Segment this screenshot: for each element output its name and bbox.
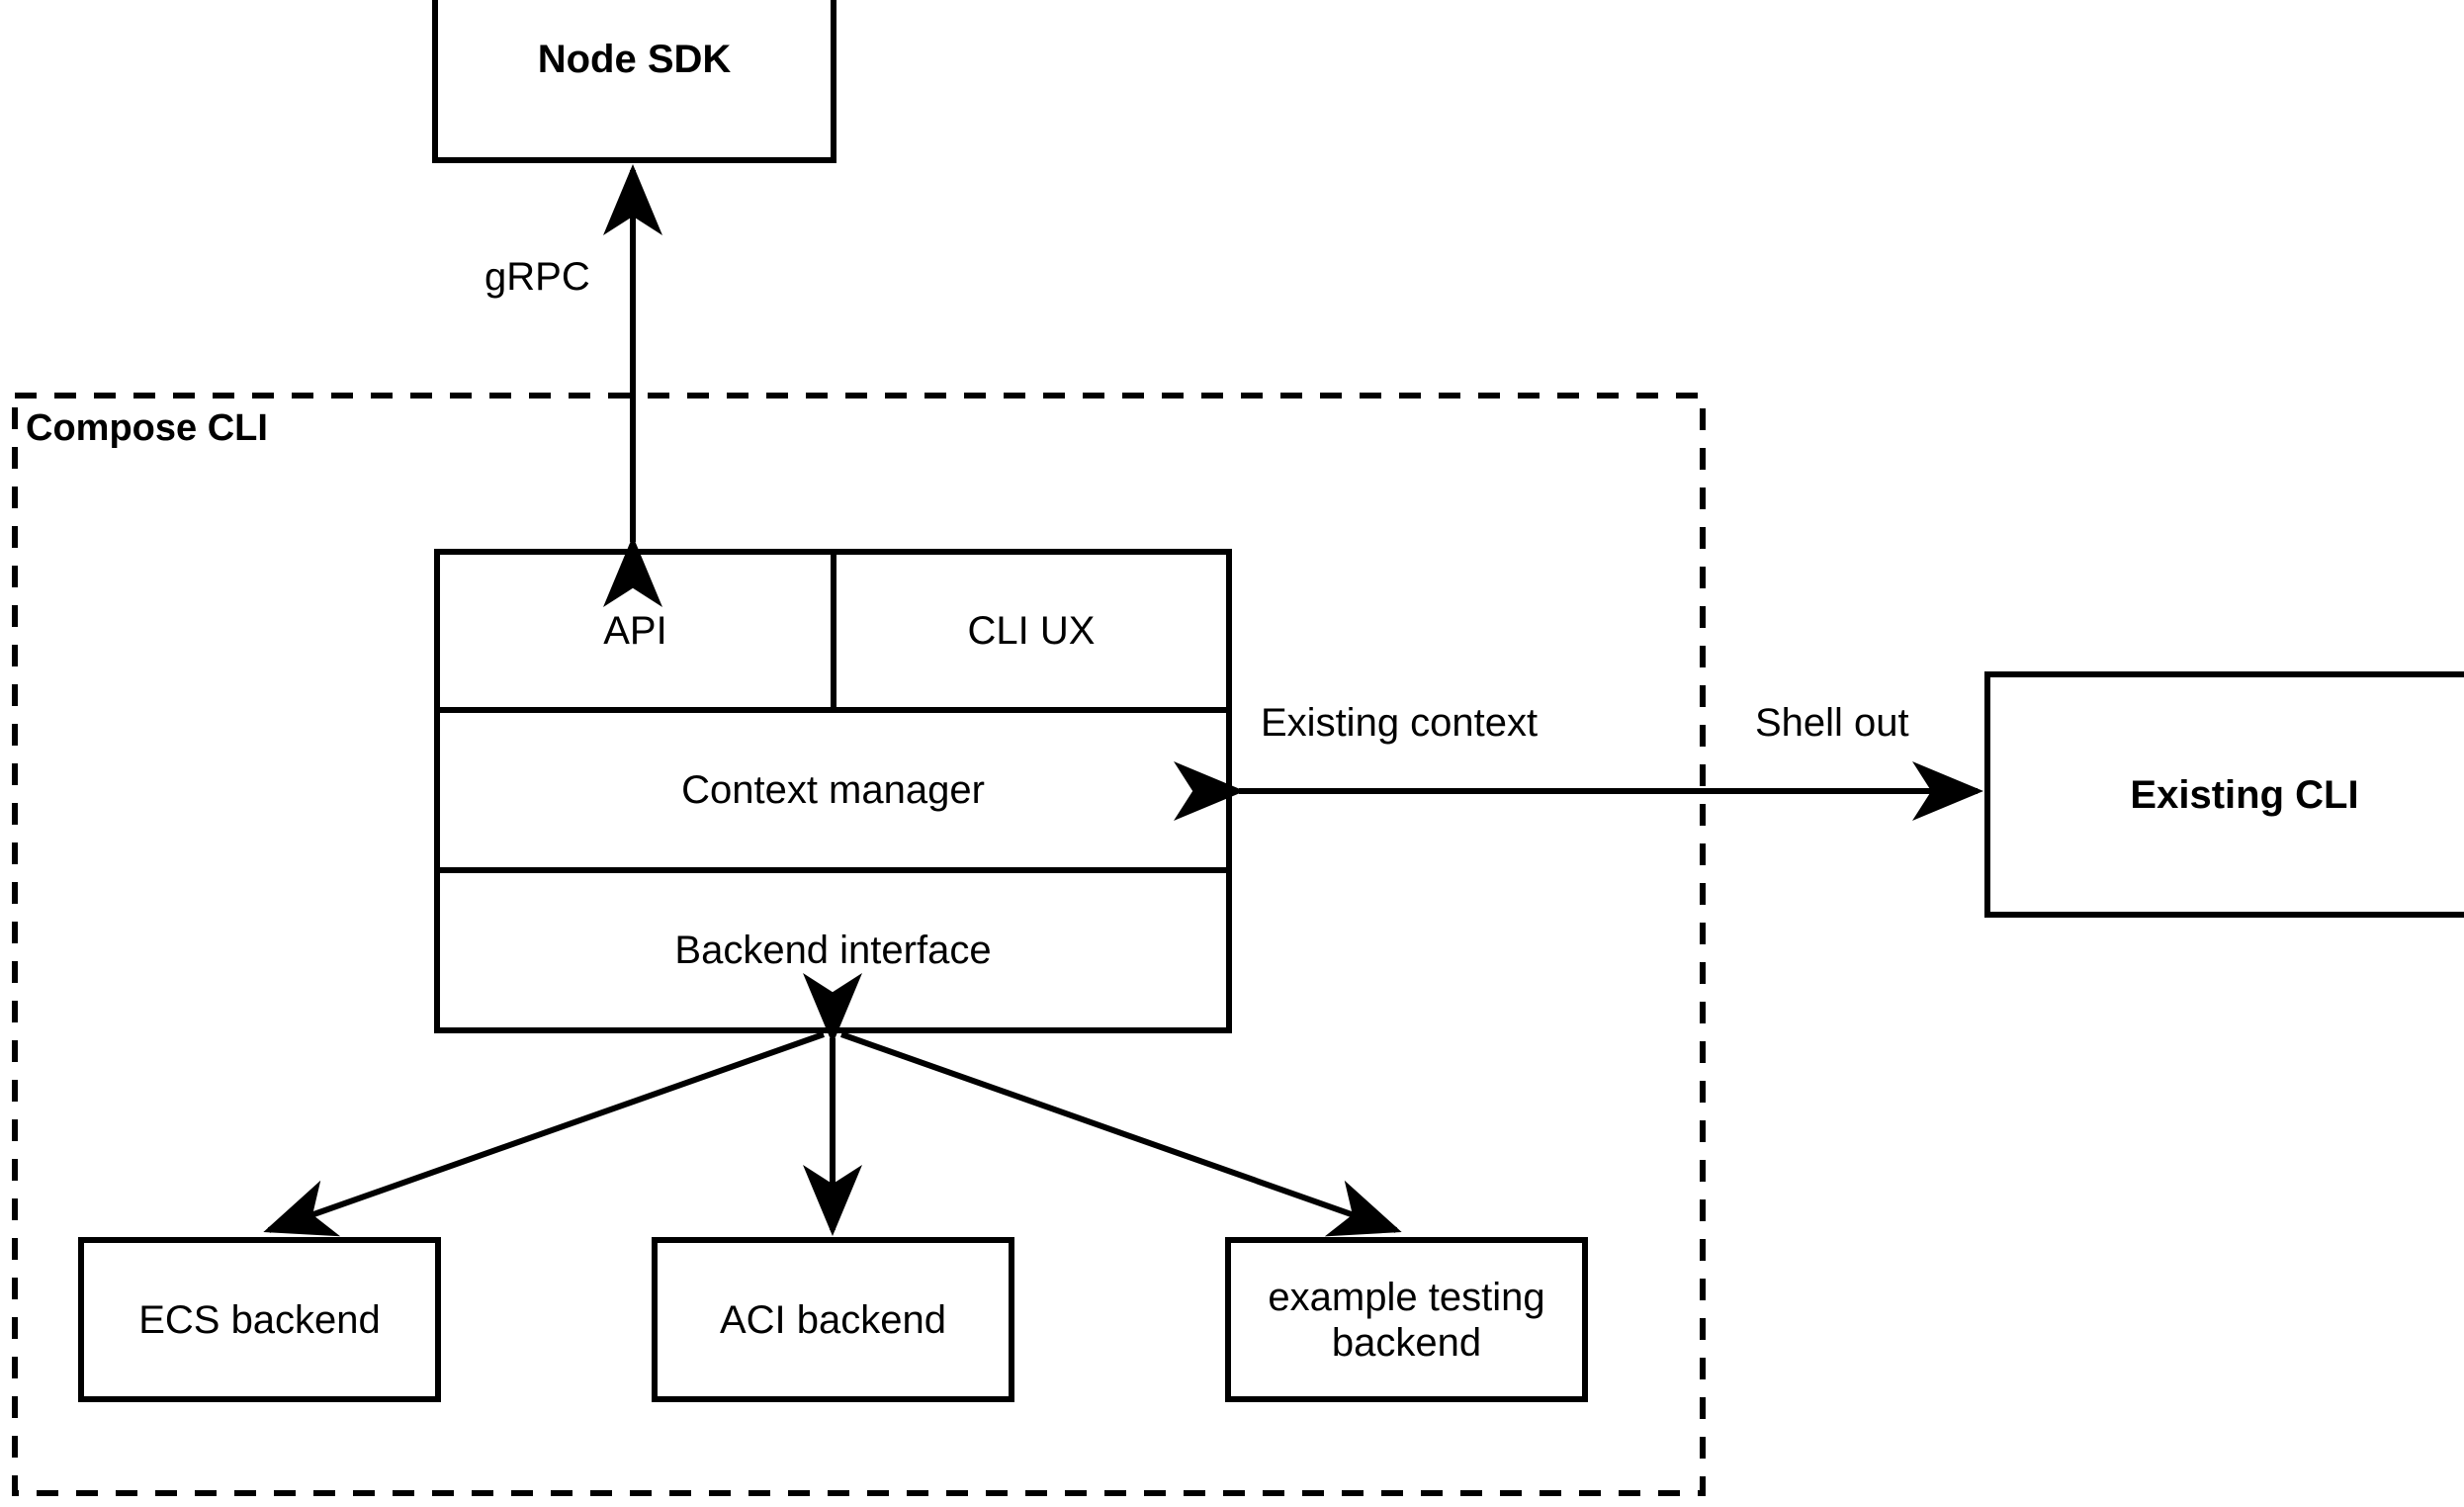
edge-backend-to-example <box>840 1031 1402 1237</box>
node-example-testing-backend[interactable] <box>1225 1237 1588 1402</box>
example-testing-backend-label: example testing backend <box>1228 1240 1585 1399</box>
group-label-compose-cli: Compose CLI <box>26 407 268 449</box>
edge-label-grpc: gRPC <box>484 255 590 299</box>
existing-cli-label: Existing CLI <box>2130 772 2359 817</box>
group-compose-cli <box>12 393 1706 1496</box>
edge-backend-to-ecs <box>263 1031 825 1237</box>
example-testing-backend-label-line2: backend <box>1331 1320 1482 1365</box>
example-testing-backend-label-line1: example testing <box>1268 1275 1545 1319</box>
cli-ux-label: CLI UX <box>967 609 1096 653</box>
node-existing-cli[interactable] <box>1984 671 2464 918</box>
backend-interface-label: Backend interface <box>674 929 992 972</box>
api-label: API <box>603 609 667 653</box>
edge-label-shell-out: Shell out <box>1755 701 1909 745</box>
node-sdk-label: Node SDK <box>537 38 732 81</box>
node-node-sdk[interactable] <box>432 0 836 163</box>
context-manager-label: Context manager <box>681 768 985 812</box>
aci-backend-label: ACI backend <box>719 1297 947 1342</box>
ecs-backend-label: ECS backend <box>138 1297 381 1342</box>
edge-label-existing-context: Existing context <box>1261 701 1539 745</box>
node-ecs-backend[interactable] <box>78 1237 441 1402</box>
node-aci-backend[interactable] <box>652 1237 1014 1402</box>
